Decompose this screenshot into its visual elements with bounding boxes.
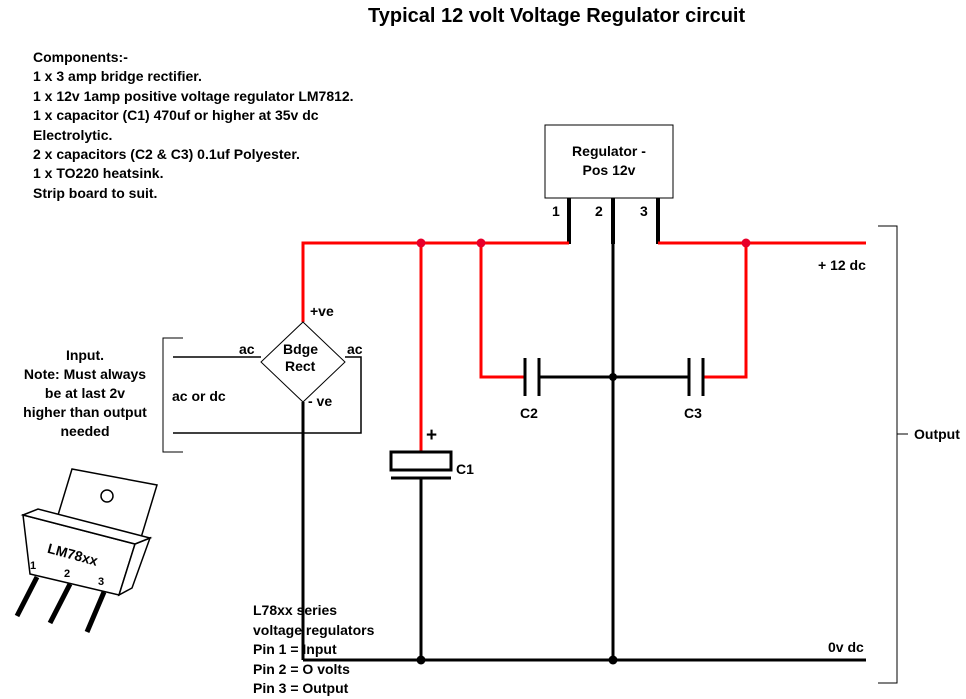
ac-right-label: ac xyxy=(347,341,363,357)
input-note-line: needed xyxy=(60,423,110,439)
regulator-pin-1-label: 1 xyxy=(552,203,560,219)
package-pin-2-label: 2 xyxy=(64,568,71,580)
c2-lead xyxy=(479,243,525,379)
package-info: L78xx series voltage regulators Pin 1 = … xyxy=(253,601,374,699)
junction-dot xyxy=(609,373,617,381)
input-note-line: be at last 2v xyxy=(44,385,126,401)
component-line: 1 x TO220 heatsink. xyxy=(33,165,164,182)
package-leg-2 xyxy=(47,582,73,625)
page-title: Typical 12 volt Voltage Regulator circui… xyxy=(368,5,746,27)
input-note-line: higher than output xyxy=(23,404,147,420)
bridge-label-line1: Bdge xyxy=(283,341,318,357)
c3-lead xyxy=(703,243,748,379)
input-bracket xyxy=(162,337,183,453)
regulator-box xyxy=(544,124,674,199)
lm78xx-package xyxy=(14,468,158,633)
c2-label: C2 xyxy=(520,405,538,421)
components-list: Components:- 1 x 3 amp bridge rectifier.… xyxy=(33,48,354,203)
component-line: 1 x 12v 1amp positive voltage regulator … xyxy=(33,87,354,104)
regulator-label-line1: Regulator - xyxy=(572,143,646,159)
junction-dot xyxy=(608,655,618,665)
package-leg-1 xyxy=(14,575,40,618)
package-pin-3-label: 3 xyxy=(98,576,105,588)
input-note: Input. Note: Must always be at last 2v h… xyxy=(0,346,170,441)
input-note-line: Note: Must always xyxy=(23,366,147,382)
package-pin-1-label: 1 xyxy=(30,560,37,572)
component-line: Electrolytic. xyxy=(33,126,113,143)
package-leg-3 xyxy=(84,591,107,633)
c1-polarity-label: + xyxy=(426,425,438,446)
output-bracket xyxy=(878,225,898,684)
c1-plate-positive xyxy=(389,450,453,472)
component-line: 2 x capacitors (C2 & C3) 0.1uf Polyester… xyxy=(33,146,300,163)
regulator-label: Regulator - Pos 12v xyxy=(545,142,673,180)
input-positive-rail xyxy=(301,241,569,322)
bridge-positive-label: +ve xyxy=(310,303,334,319)
output-label: Output xyxy=(914,426,960,442)
ac-left-label: ac xyxy=(239,341,255,357)
input-note-line: Input. xyxy=(65,347,105,363)
package-info-line: voltage regulators xyxy=(253,621,375,638)
components-heading: Components:- xyxy=(33,49,128,65)
junction-dot xyxy=(416,238,426,248)
ac-right-wire xyxy=(173,356,362,434)
bridge-label-line2: Rect xyxy=(285,358,316,374)
regulator-label-line2: Pos 12v xyxy=(582,162,636,178)
junction-dot xyxy=(416,655,426,665)
regulator-pin-2-label: 2 xyxy=(595,203,603,219)
junction-dot xyxy=(476,238,486,248)
plus12-label: + 12 dc xyxy=(818,257,866,273)
component-line: 1 x 3 amp bridge rectifier. xyxy=(33,68,202,85)
package-info-line: Pin 3 = Output xyxy=(253,680,349,696)
package-mounting-hole xyxy=(100,489,114,503)
package-info-line: Pin 1 = Input xyxy=(253,641,337,657)
regulator-pin-3-label: 3 xyxy=(640,203,648,219)
component-line: Strip board to suit. xyxy=(33,184,158,201)
c3-label: C3 xyxy=(684,405,702,421)
bridge-rectifier xyxy=(260,321,346,403)
c1-label: C1 xyxy=(456,461,474,477)
package-info-line: L78xx series xyxy=(253,602,338,618)
component-line: 1 x capacitor (C1) 470uf or higher at 35… xyxy=(33,107,319,124)
junction-dot xyxy=(741,238,751,248)
package-body-top xyxy=(20,508,153,545)
ac-or-dc-label: ac or dc xyxy=(172,388,226,404)
bridge-negative-label: - ve xyxy=(308,393,333,409)
zero-volt-label: 0v dc xyxy=(828,639,864,655)
package-info-line: Pin 2 = O volts xyxy=(253,660,350,677)
